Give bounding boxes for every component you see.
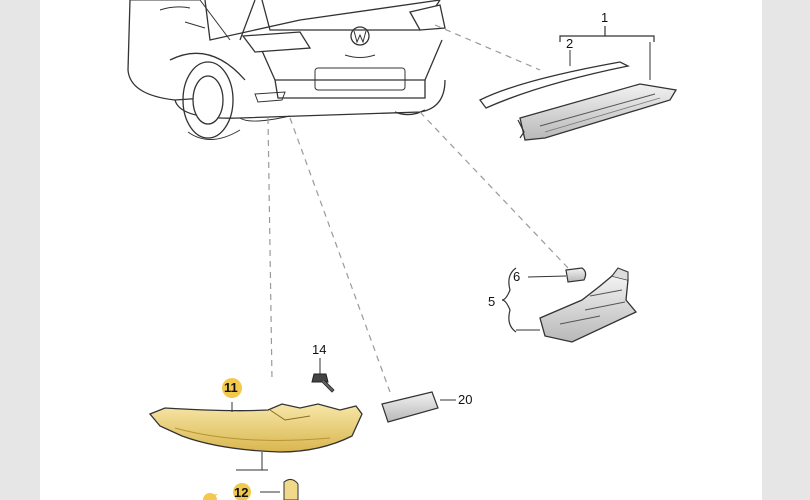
bulb: 12: [203, 478, 299, 500]
screw: [311, 358, 335, 393]
license-plate-light-assembly: [501, 267, 638, 343]
reflector: [381, 391, 456, 423]
part-label-20: 20: [458, 392, 472, 407]
high-mounted-brake-light: [479, 26, 678, 141]
rear-bumper-lamp: [148, 402, 363, 471]
part-label-12: 12: [234, 485, 248, 500]
part-label-1: 1: [601, 10, 608, 25]
part-label-2: 2: [566, 36, 573, 51]
vehicle-rear-illustration: [127, 0, 446, 140]
callout-11: 11: [222, 378, 242, 398]
part-label-6: 6: [513, 269, 520, 284]
part-label-5: 5: [488, 294, 495, 309]
leader-lines: [267, 24, 569, 393]
part-label-11: 11: [224, 380, 238, 395]
part-label-14: 14: [312, 342, 326, 357]
